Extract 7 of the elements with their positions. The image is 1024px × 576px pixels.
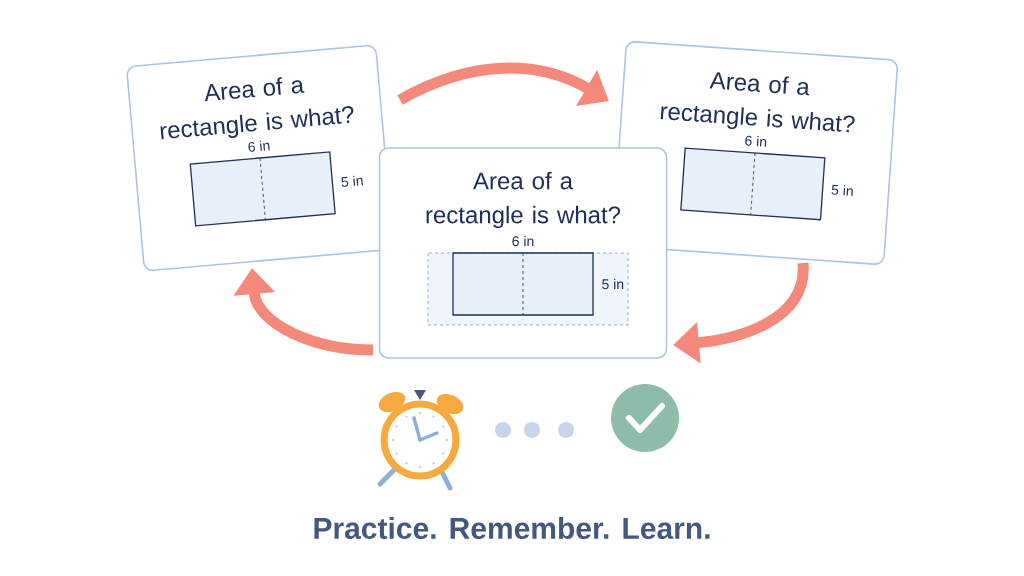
dimension-label: 6 in	[248, 140, 270, 152]
dimension-label: 5 in	[831, 184, 853, 196]
dimension-label: 6 in	[512, 235, 534, 247]
dimension-label: 5 in	[602, 278, 624, 290]
dimension-label: 5 in	[341, 175, 363, 187]
caption: Practice. Remember. Learn.	[314, 517, 710, 539]
dimension-label: 6 in	[745, 135, 767, 147]
